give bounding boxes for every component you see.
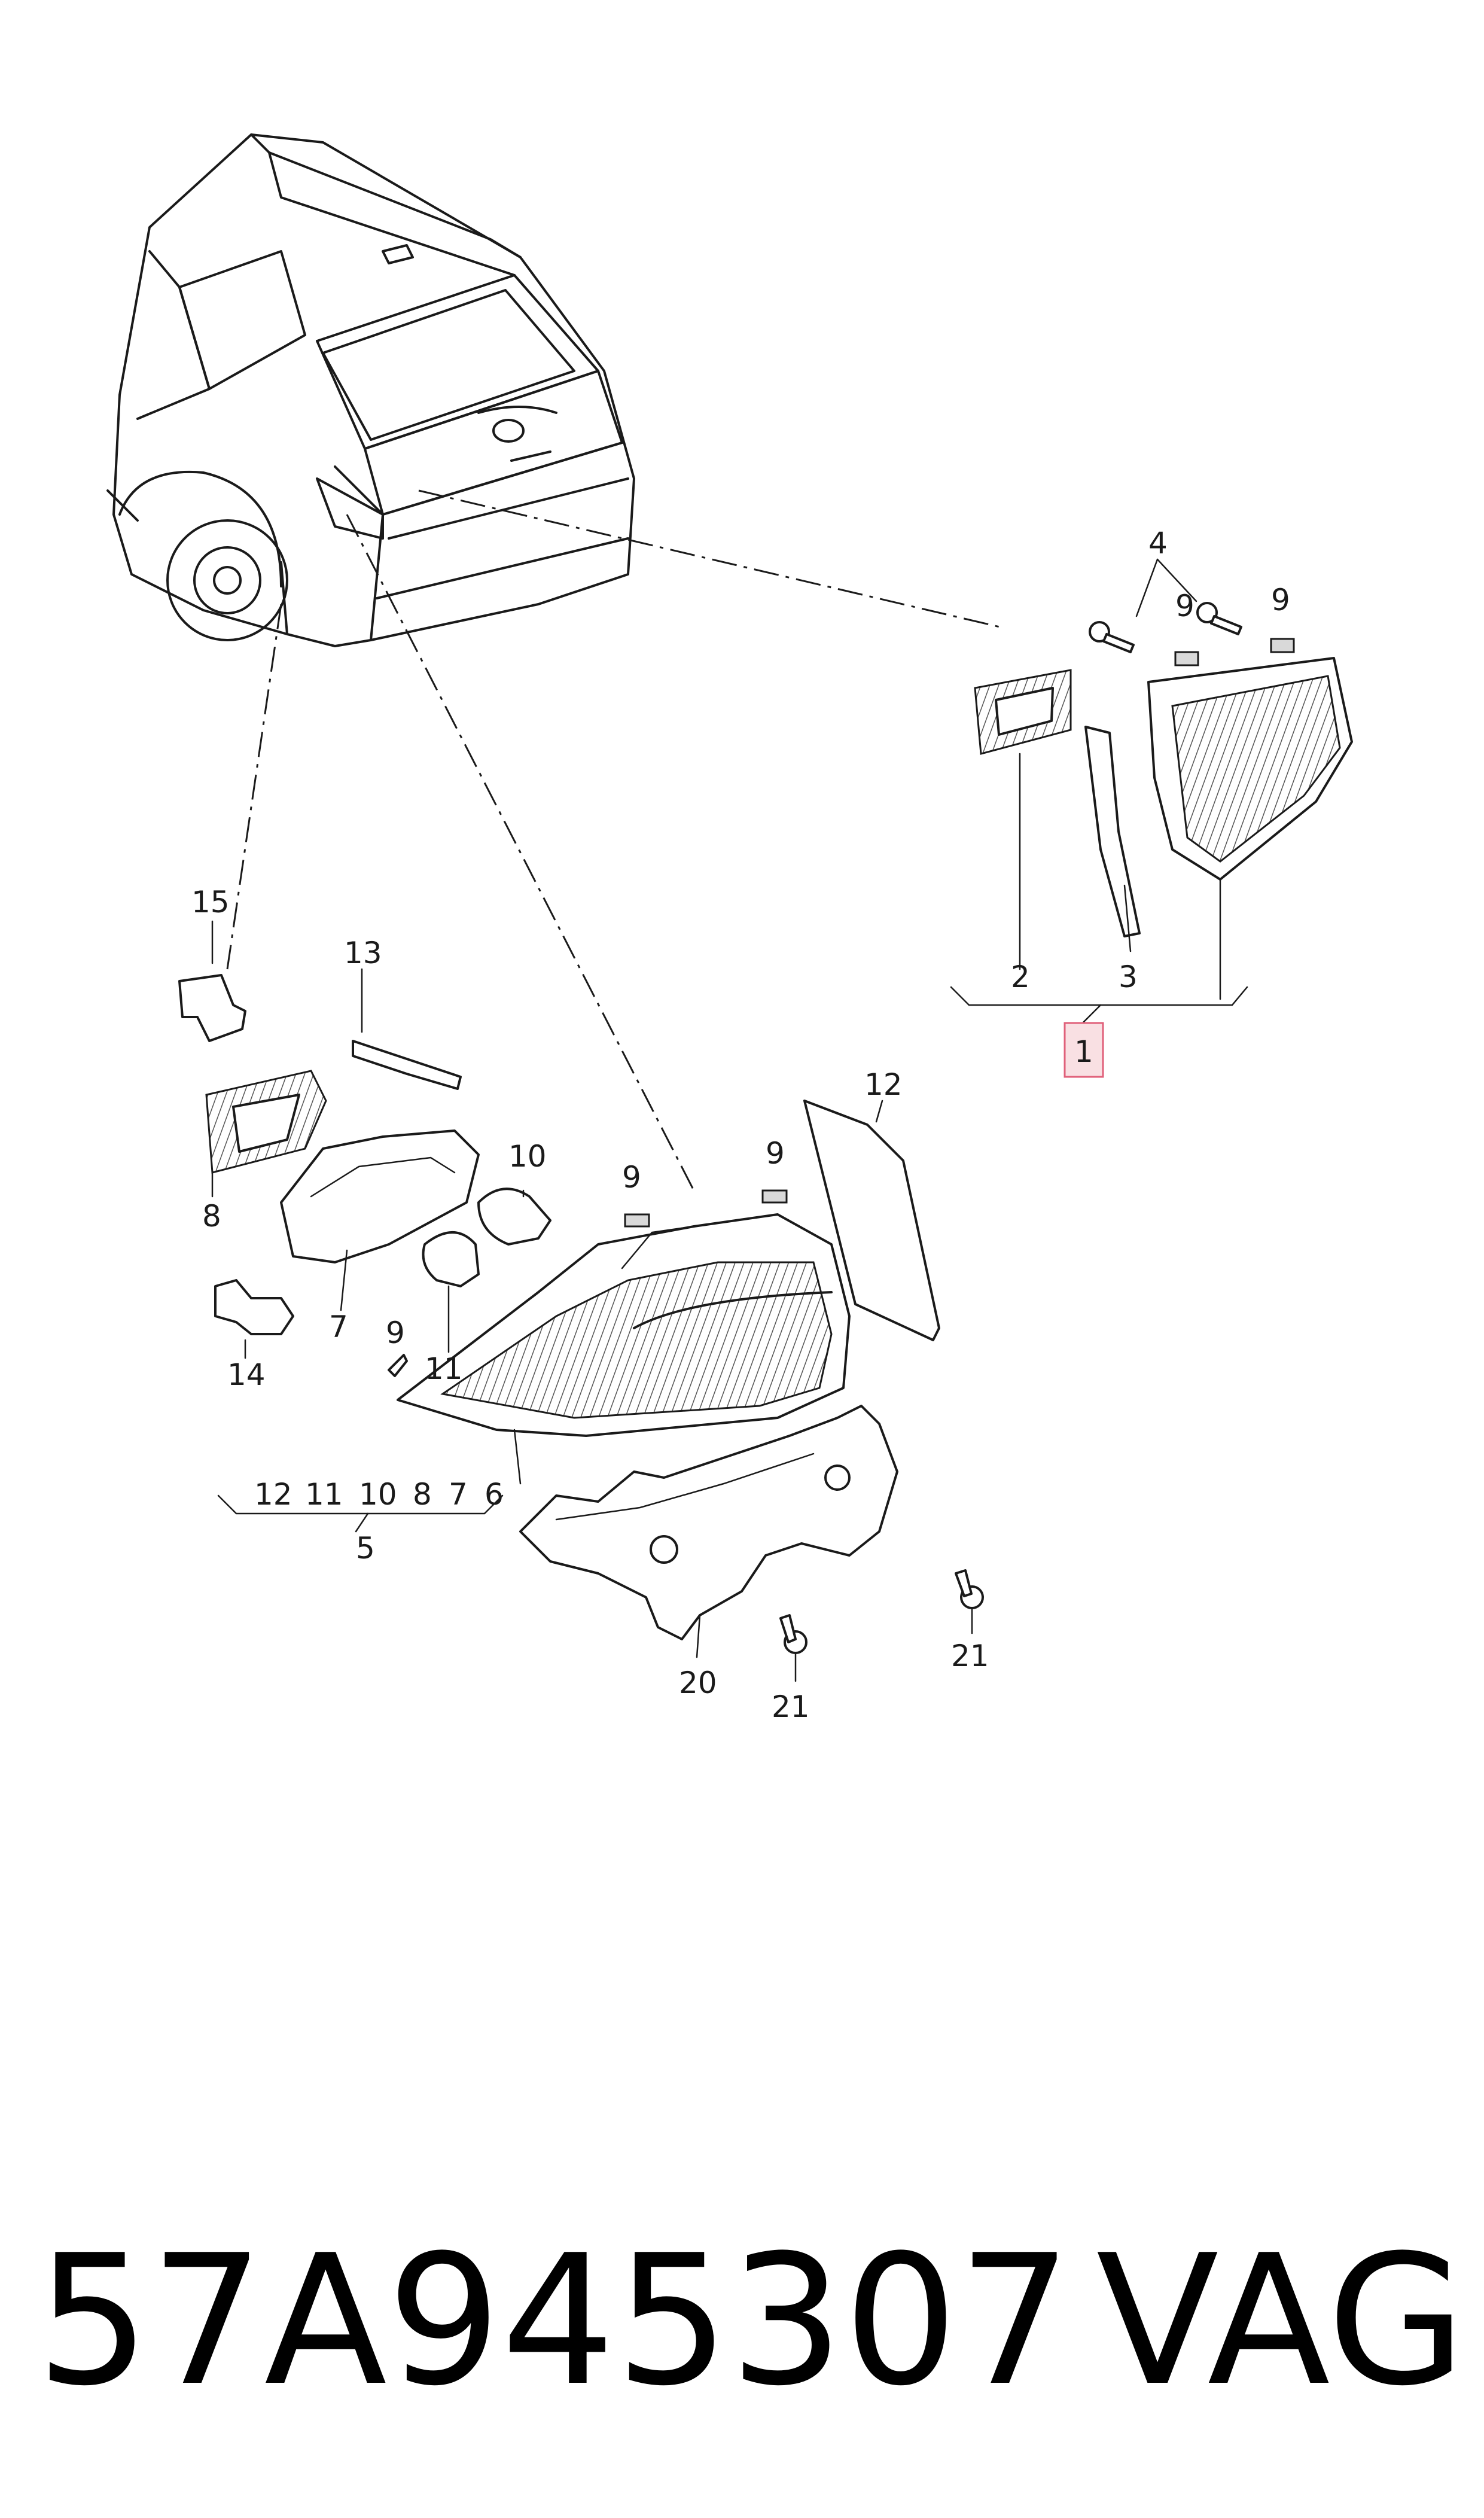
vehicle-illustration [106, 133, 635, 647]
callout-4: 4 [1148, 526, 1168, 561]
callout-9: 9 [622, 1160, 641, 1195]
clip-9-c [624, 1213, 650, 1228]
callout-9: 9 [766, 1136, 785, 1171]
callout-labels: 4 9 9 2 3 1 15 13 8 10 9 9 12 7 9 11 14 … [191, 526, 1290, 1724]
clip-9-d [761, 1189, 788, 1204]
clip-9-a [1174, 651, 1199, 666]
brand-label: VAG [1096, 2216, 1466, 2425]
part-number: 57A945307 [36, 2216, 1072, 2425]
callout-9: 9 [1175, 589, 1194, 623]
callout-5: 5 [356, 1531, 375, 1566]
callout-8: 8 [202, 1199, 221, 1234]
socket-15 [178, 974, 246, 1042]
group5-item: 8 [413, 1477, 432, 1512]
callout-11: 11 [425, 1351, 463, 1386]
bulb-11 [422, 1231, 480, 1287]
components-group [178, 920, 788, 1377]
callout-13: 13 [344, 936, 382, 970]
socket-14 [214, 1279, 294, 1335]
inner-tail-light-group [950, 558, 1353, 1078]
callout-12: 12 [864, 1067, 903, 1102]
callout-9: 9 [1271, 583, 1290, 617]
screw-4-left [1089, 621, 1135, 653]
bulb-10 [477, 1188, 551, 1246]
callout-21: 21 [951, 1639, 989, 1673]
callout-3: 3 [1119, 960, 1138, 994]
callout-20: 20 [679, 1666, 717, 1700]
harness-13 [352, 1040, 462, 1090]
callout-1-highlight [1064, 1022, 1104, 1078]
cover-12 [803, 1100, 940, 1341]
callout-9: 9 [386, 1316, 405, 1350]
callout-14: 14 [227, 1357, 266, 1392]
callout-group-5-items: 12 11 10 8 7 6 [254, 1477, 504, 1512]
bulb-carrier-7 [280, 1129, 480, 1263]
screw-21-a [779, 1614, 807, 1682]
screw-4-right [1196, 602, 1242, 635]
seal-3 [1084, 726, 1141, 937]
leader-lines [226, 489, 1005, 1191]
callout-7: 7 [329, 1310, 348, 1344]
bracket-20 [519, 1405, 898, 1658]
group5-item: 10 [359, 1477, 397, 1512]
screw-21-b [955, 1569, 984, 1634]
footer: 57A945307 VAG [36, 2213, 1466, 2429]
callout-1: 1 [1074, 1034, 1093, 1069]
clip-9-b [1270, 638, 1295, 653]
group5-item: 12 [254, 1477, 292, 1512]
callout-2: 2 [1011, 960, 1030, 994]
group5-item: 11 [305, 1477, 343, 1512]
group5-item: 6 [484, 1477, 504, 1512]
callout-10: 10 [508, 1139, 547, 1174]
callout-15: 15 [191, 885, 230, 919]
outer-tail-light-6 [397, 1213, 851, 1485]
clip-9-e [388, 1354, 408, 1377]
callout-21: 21 [772, 1689, 810, 1724]
group5-item: 7 [449, 1477, 468, 1512]
